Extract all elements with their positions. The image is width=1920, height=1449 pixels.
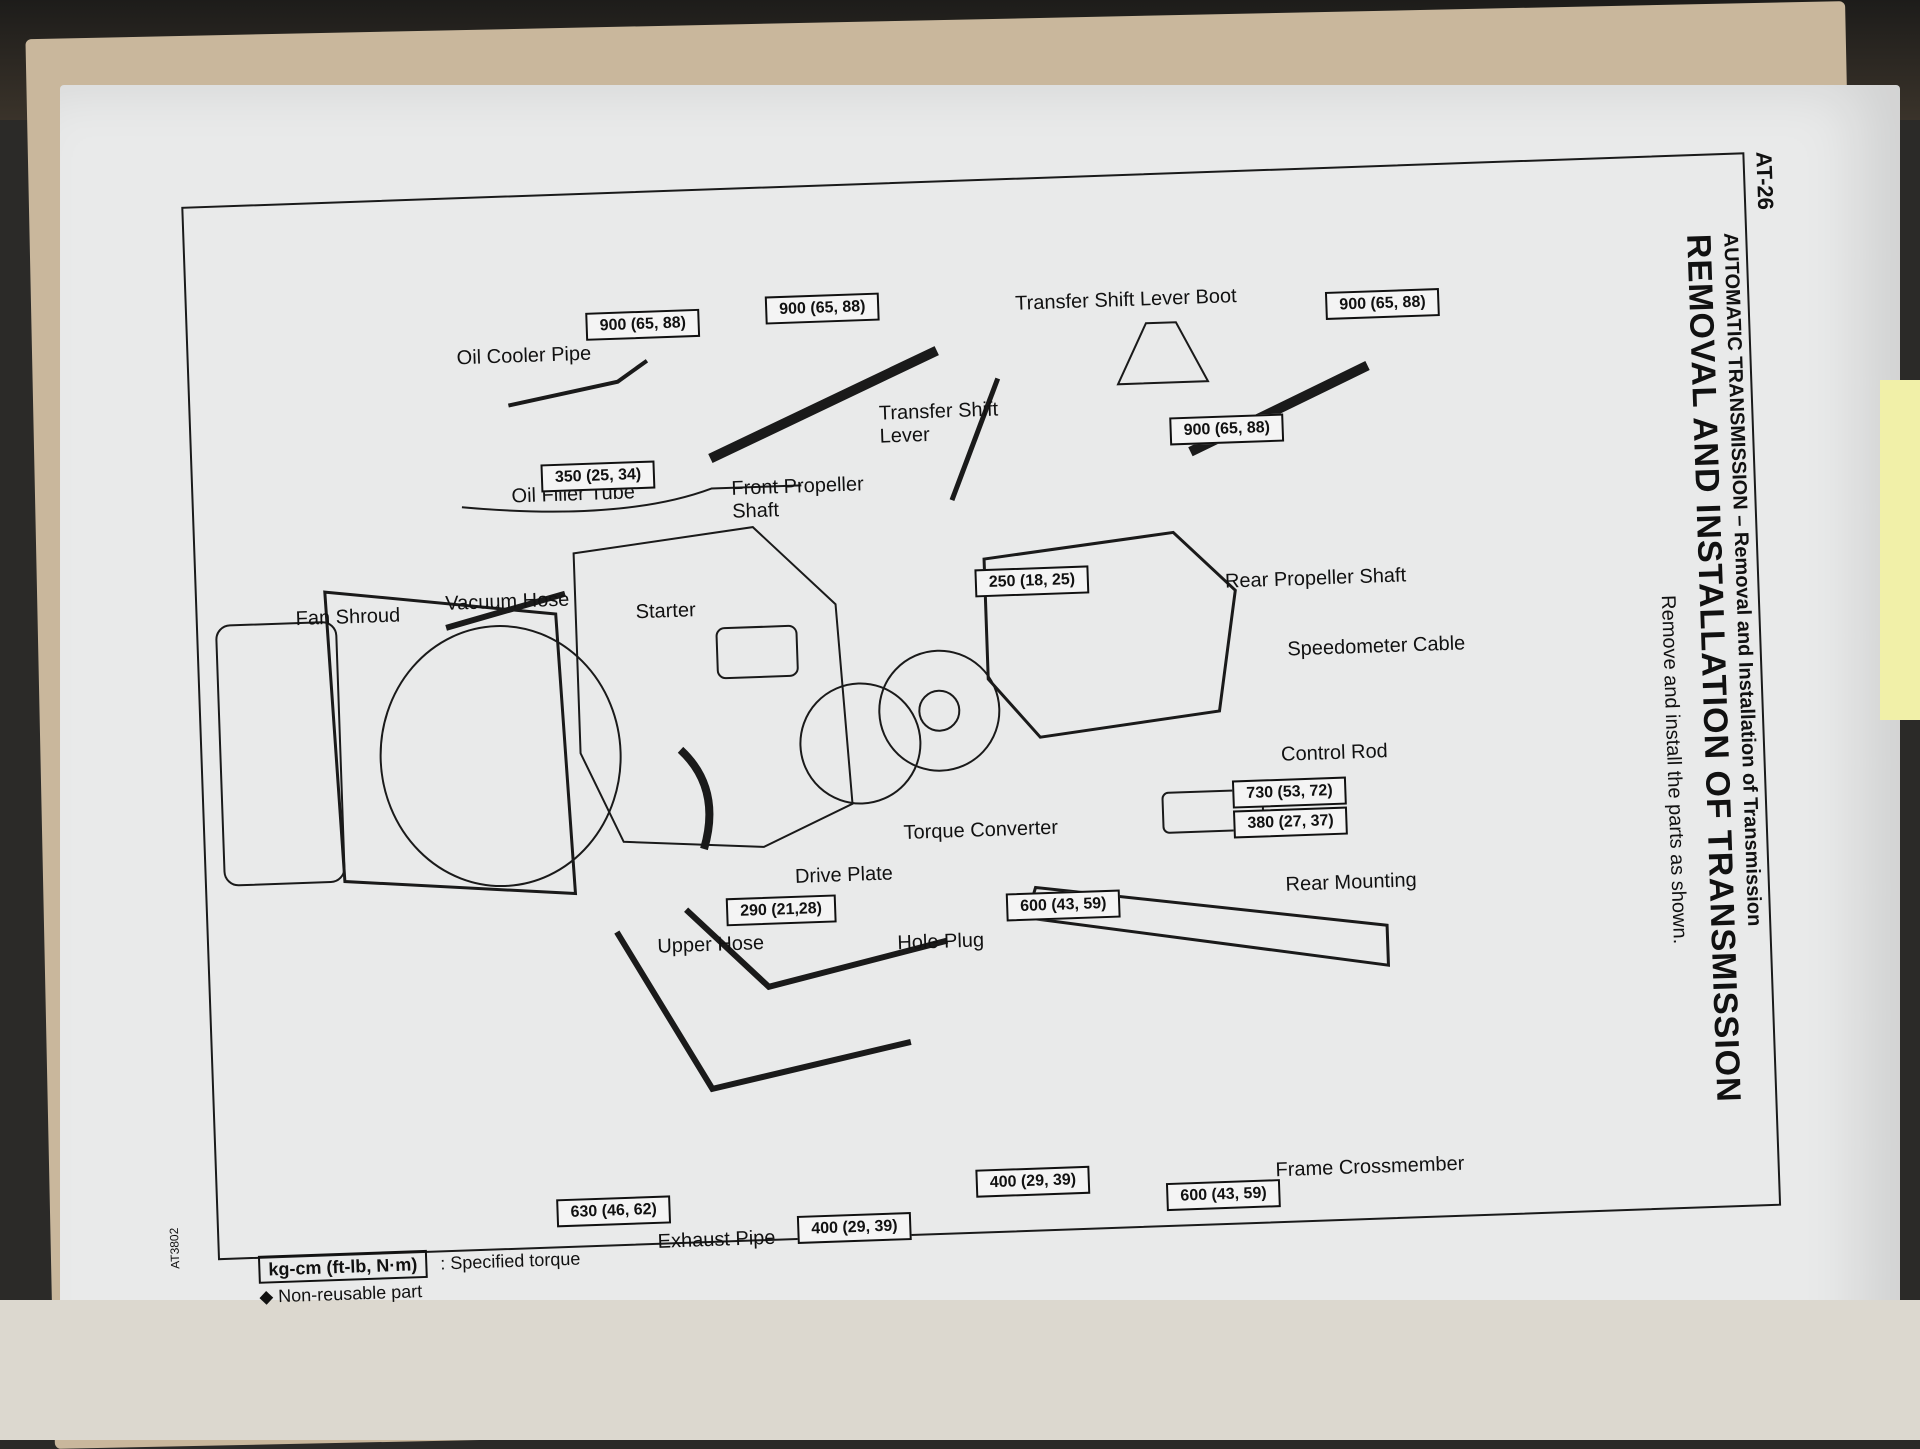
torque-box: 600 (43, 59) bbox=[1165, 1179, 1282, 1212]
shift-lever-shape bbox=[949, 377, 1001, 502]
torque-box: 400 (29, 39) bbox=[796, 1212, 913, 1244]
diagram-drawing bbox=[215, 321, 1391, 1093]
torque-box: 900 (65, 88) bbox=[585, 308, 701, 341]
torque-box: 630 (46, 62) bbox=[556, 1195, 672, 1228]
starter-shape bbox=[715, 624, 799, 680]
torque-box: 900 (65, 88) bbox=[1324, 288, 1441, 320]
label-transfer-shift-lever: Transfer Shift Lever bbox=[878, 398, 999, 448]
torque-box: 380 (27, 37) bbox=[1232, 806, 1349, 839]
boot-shape bbox=[1116, 321, 1210, 386]
label-exhaust-pipe: Exhaust Pipe bbox=[657, 1226, 776, 1253]
page-number: AT-26 bbox=[1751, 151, 1779, 211]
legend-unit: kg-cm (ft-lb, N·m) bbox=[257, 1249, 428, 1284]
torque-box: 400 (29, 39) bbox=[975, 1165, 1091, 1198]
radiator-shape bbox=[215, 621, 346, 887]
label-hole-plug: Hole Plug bbox=[897, 929, 985, 955]
label-vacuum-hose: Vacuum Hose bbox=[444, 588, 570, 615]
label-front-propeller-shaft: Front Propeller Shaft bbox=[731, 473, 865, 523]
sticky-note bbox=[1880, 380, 1920, 720]
facing-page bbox=[0, 1300, 1920, 1440]
torque-box: 350 (25, 34) bbox=[540, 460, 656, 493]
label-control-rod: Control Rod bbox=[1280, 740, 1389, 766]
upper-hose-shape bbox=[677, 746, 714, 851]
legend: kg-cm (ft-lb, N·m) : Specified torque ◆ … bbox=[257, 1248, 582, 1308]
oil-filler-tube-shape bbox=[461, 484, 802, 513]
exploded-diagram: Oil Cooler Pipe Oil Filler Tube Fan Shro… bbox=[181, 152, 1777, 1256]
oil-cooler-pipe-shape bbox=[507, 359, 649, 408]
label-fan-shroud: Fan Shroud bbox=[295, 604, 401, 631]
front-shaft-shape bbox=[708, 346, 939, 464]
label-rear-mounting: Rear Mounting bbox=[1285, 869, 1418, 896]
torque-box: 900 (65, 88) bbox=[764, 292, 880, 325]
drive-plate-shape bbox=[799, 682, 922, 805]
torque-box: 250 (18, 25) bbox=[974, 565, 1090, 598]
exhaust-pipe-shape bbox=[614, 930, 912, 1093]
vacuum-hose-shape bbox=[445, 590, 566, 631]
page-content: AT-26 AUTOMATIC TRANSMISSION – Removal a… bbox=[90, 111, 1830, 1350]
torque-box: 600 (43, 59) bbox=[1005, 889, 1121, 922]
label-drive-plate: Drive Plate bbox=[794, 862, 894, 888]
fan-shroud-shape bbox=[323, 590, 578, 896]
fan-shape bbox=[379, 625, 622, 888]
label-oil-cooler-pipe: Oil Cooler Pipe bbox=[456, 342, 592, 370]
torque-box: 730 (53, 72) bbox=[1231, 776, 1348, 809]
legend-unit-desc: : Specified torque bbox=[439, 1248, 581, 1274]
torque-box: 900 (65, 88) bbox=[1169, 413, 1285, 446]
torque-converter-shape bbox=[878, 649, 1001, 772]
torque-box: 290 (21,28) bbox=[725, 894, 837, 927]
transmission-shape bbox=[982, 530, 1237, 739]
figure-ref: AT3802 bbox=[166, 1227, 183, 1270]
label-starter: Starter bbox=[635, 599, 697, 624]
engine-shape bbox=[572, 526, 854, 848]
label-upper-hose: Upper Hose bbox=[656, 931, 765, 958]
